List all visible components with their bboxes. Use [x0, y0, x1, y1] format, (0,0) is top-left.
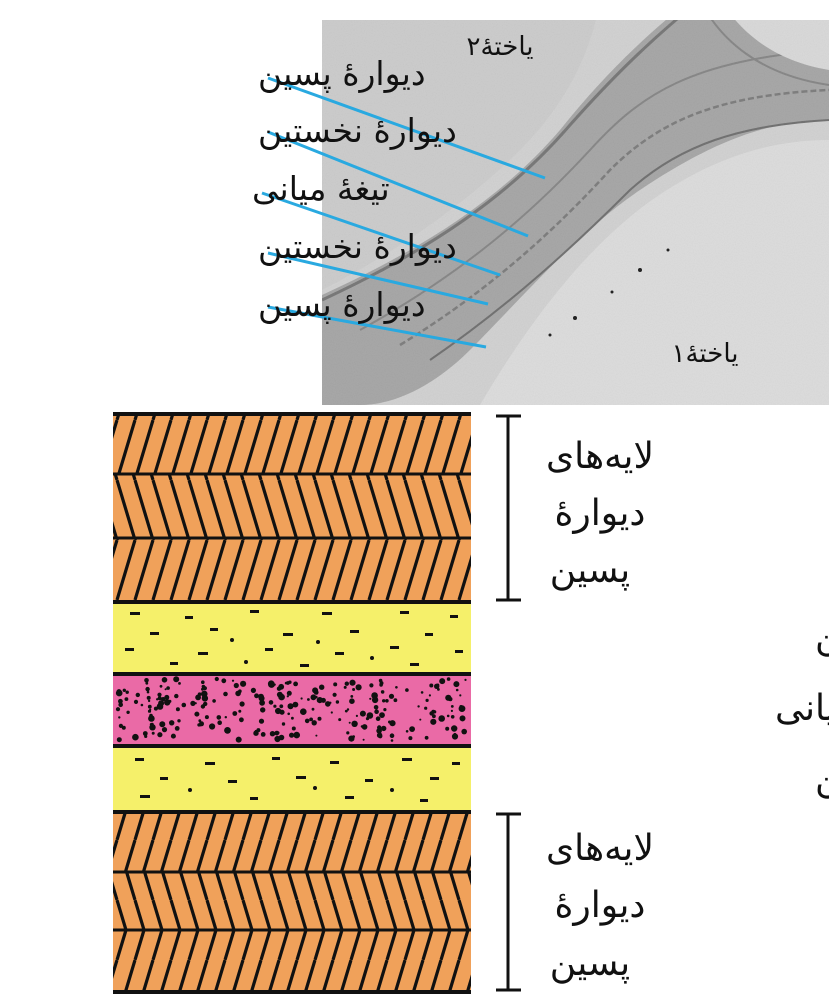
secondary-wall-bottom-label-line-1: لایه‌های [546, 828, 654, 869]
secondary-wall-top [113, 414, 471, 602]
callout-label-5: دیوارهٔ پسین [258, 285, 426, 324]
cell-1-label: یاختهٔ۱ [672, 339, 739, 369]
secondary-wall-top-label-line-1: لایه‌های [546, 436, 654, 477]
primary-wall-top-label: دیوارهٔ نخستین [815, 616, 829, 657]
bracket-top [496, 416, 521, 600]
layer-labels: لایه‌های دیوارهٔ پسین دیوارهٔ نخستین تیغ… [546, 436, 829, 984]
secondary-wall-top-label-line-2: دیوارهٔ [555, 493, 646, 534]
middle-lamella-label: تیغهٔ میانی [775, 688, 829, 729]
primary-wall-bottom-label: دیوارهٔ نخستین [815, 758, 829, 799]
callout-label-2: دیوارهٔ نخستین [258, 111, 457, 150]
bracket-bottom [496, 814, 521, 990]
callout-label-4: دیوارهٔ نخستین [258, 227, 457, 266]
cell-2-label: یاختهٔ۲ [467, 32, 534, 62]
layer-diagram [113, 414, 471, 992]
callout-label-3: تیغهٔ میانی [252, 169, 390, 208]
secondary-wall-bottom-label-line-3: پسین [550, 943, 630, 984]
secondary-wall-bottom [113, 812, 471, 992]
secondary-wall-top-label-line-3: پسین [550, 550, 630, 591]
callout-label-1: دیوارهٔ پسین [258, 54, 426, 93]
secondary-wall-bottom-label-line-2: دیوارهٔ [555, 885, 646, 926]
